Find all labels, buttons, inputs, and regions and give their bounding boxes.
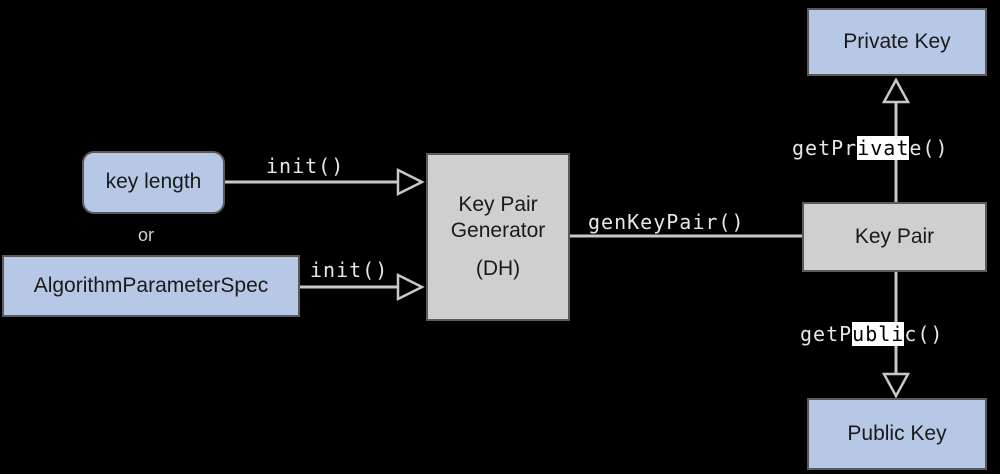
key-pair-generator-line-3: (DH) [475,257,521,281]
public-key-label: Public Key [847,421,947,445]
get-public-highlight: ubli [852,322,905,346]
algorithm-parameter-spec-label: AlgorithmParameterSpec [33,273,269,297]
key-pair-generator-node: Key Pair Generator (DH) [426,153,570,321]
or-label: or [138,225,155,245]
key-pair-node: Key Pair [802,202,987,272]
get-public-arrowhead [881,372,911,399]
key-pair-generator-line-2: Generator [450,218,546,242]
gen-key-pair-label: genKeyPair() [588,210,745,234]
get-private-highlight: ivat [857,136,910,160]
private-key-label: Private Key [843,29,951,53]
get-private-label: getPrivate() [792,136,949,160]
init-top-label: init() [266,154,345,178]
algorithm-parameter-spec-node: AlgorithmParameterSpec [2,255,300,317]
public-key-node: Public Key [807,398,987,470]
get-private-pre: getPr [792,136,858,160]
key-pair-generator-line-1: Key Pair [458,192,538,216]
get-public-label: getPublic() [800,322,943,346]
key-pair-label: Key Pair [854,224,935,248]
get-public-pre: getP [800,322,853,346]
private-key-node: Private Key [807,8,987,76]
init-bottom-label: init() [310,258,389,282]
key-length-node: key length [82,151,225,214]
get-public-post: c() [904,322,944,346]
get-private-post: e() [909,136,949,160]
get-private-arrowhead [881,77,911,104]
init-bottom-arrowhead [396,272,425,302]
key-length-label: key length [105,170,202,194]
init-top-arrowhead [396,167,425,197]
